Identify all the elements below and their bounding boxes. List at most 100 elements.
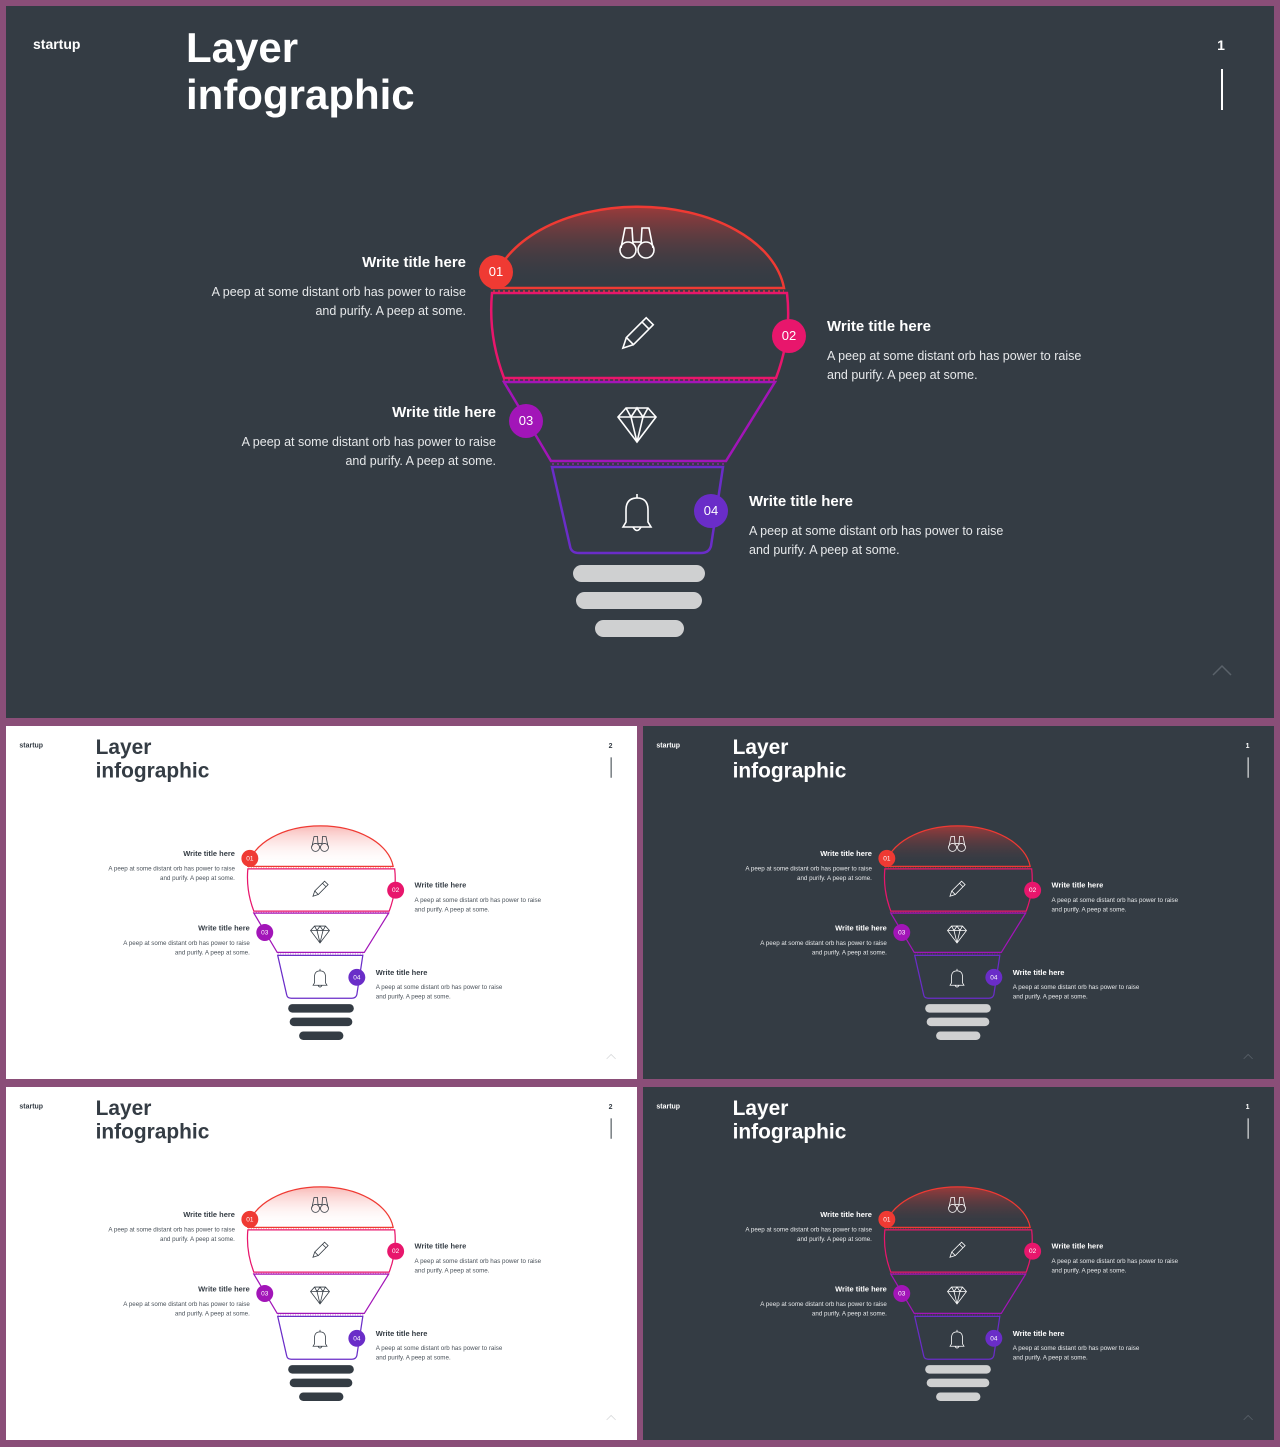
layer-3-title: Write title here: [835, 924, 887, 933]
bulb-base-ring-3: [595, 620, 684, 637]
layer-2-callout: Write title here A peep at some distant …: [415, 1242, 549, 1275]
layer-1-number-badge: 01: [241, 849, 259, 867]
bulb-base-ring-1: [573, 565, 705, 582]
slide-content: startup Layer infographic 1: [6, 6, 1274, 718]
bulb-base-ring-1: [925, 1365, 991, 1374]
bulb-diagram: [489, 205, 790, 637]
layer-1-text: A peep at some distant orb has power to …: [211, 285, 466, 318]
page-divider: [1247, 757, 1249, 778]
diamond-icon: [310, 1286, 330, 1305]
layer-3-number-badge: 03: [893, 924, 911, 941]
layer-2-callout: Write title here A peep at some distant …: [827, 318, 1097, 385]
bulb-base-ring-2: [289, 1378, 353, 1388]
layer-3-text: A peep at some distant orb has power to …: [123, 1300, 250, 1317]
layer-1-callout: Write title here A peep at some distant …: [738, 1210, 872, 1243]
layer-2-text: A peep at some distant orb has power to …: [414, 896, 542, 914]
scroll-up-icon[interactable]: [1243, 1414, 1254, 1421]
bulb-diagram: [883, 825, 1033, 1041]
layer-1-number-badge: 01: [878, 1210, 896, 1228]
slide-thumbnail-4[interactable]: startup Layer infographic 2: [6, 1087, 637, 1440]
layer-4-segment: [550, 465, 725, 555]
layer-2-title: Write title here: [1051, 881, 1104, 890]
scroll-up-icon[interactable]: [606, 1414, 617, 1421]
layer-2-segment: [246, 868, 396, 912]
binoculars-icon: [948, 1197, 966, 1213]
bulb-base-ring-3: [936, 1392, 981, 1402]
bulb-base-ring-2: [926, 1378, 990, 1388]
title-line-1: Layer: [95, 1095, 152, 1120]
title-line-2: infographic: [732, 758, 847, 782]
layer-4-segment: [913, 1315, 1001, 1360]
bell-icon: [312, 1329, 328, 1349]
bulb-base-ring-1: [925, 1004, 991, 1013]
title-line-2: infographic: [95, 758, 210, 782]
title-line-2: infographic: [95, 1119, 210, 1143]
title-line-1: Layer: [95, 734, 152, 759]
layer-3-title: Write title here: [198, 924, 250, 933]
page-divider: [1221, 69, 1223, 110]
layer-1-title: Write title here: [183, 1210, 235, 1219]
slide-thumbnail-3[interactable]: startup Layer infographic 1: [643, 726, 1274, 1079]
page-divider: [610, 757, 612, 778]
title-line-2: infographic: [732, 1119, 847, 1143]
layer-4-number-badge: 04: [694, 494, 728, 528]
layer-4-number-badge: 04: [985, 968, 1003, 986]
pencil-icon: [312, 1241, 329, 1258]
bulb-base-ring-2: [926, 1017, 990, 1027]
pencil-icon: [949, 1241, 966, 1258]
layer-2-text: A peep at some distant orb has power to …: [414, 1257, 542, 1275]
layer-2-title: Write title here: [827, 318, 931, 335]
brand-label: startup: [19, 1101, 44, 1110]
layer-4-callout: Write title here A peep at some distant …: [376, 1329, 510, 1362]
scroll-up-icon[interactable]: [1211, 663, 1233, 677]
slide-content: startup Layer infographic 1: [643, 726, 1274, 1079]
pencil-icon: [621, 316, 655, 350]
layer-3-callout: Write title here A peep at some distant …: [115, 1285, 250, 1318]
layer-3-text: A peep at some distant orb has power to …: [760, 939, 887, 956]
layer-3-segment: [252, 1273, 390, 1315]
slide-title: Layer infographic: [96, 1096, 210, 1143]
layer-3-text: A peep at some distant orb has power to …: [123, 939, 250, 956]
layer-1-title: Write title here: [362, 254, 466, 271]
scroll-up-icon[interactable]: [606, 1053, 617, 1060]
layer-2-text: A peep at some distant orb has power to …: [827, 349, 1082, 382]
bulb-base-ring-3: [299, 1031, 344, 1041]
layer-1-callout: Write title here A peep at some distant …: [101, 849, 235, 882]
slide-content: startup Layer infographic 2: [6, 726, 637, 1079]
bulb-base-ring-3: [936, 1031, 981, 1041]
diamond-icon: [947, 925, 967, 944]
layer-2-segment: [246, 1229, 396, 1273]
layer-4-callout: Write title here A peep at some distant …: [1013, 968, 1147, 1001]
layer-4-text: A peep at some distant orb has power to …: [375, 983, 503, 1001]
layer-1-callout: Write title here A peep at some distant …: [738, 849, 872, 882]
page-number: 1: [1245, 1102, 1250, 1111]
layer-1-text: A peep at some distant orb has power to …: [745, 1225, 872, 1243]
layer-2-segment: [883, 868, 1033, 912]
layer-3-segment: [501, 380, 778, 463]
slide-thumbnail-2[interactable]: startup Layer infographic 2: [6, 726, 637, 1079]
scroll-up-icon[interactable]: [1243, 1053, 1254, 1060]
page-divider: [1247, 1118, 1249, 1139]
layer-4-segment: [276, 954, 364, 999]
layer-3-title: Write title here: [392, 404, 496, 421]
layer-4-segment: [276, 1315, 364, 1360]
bulb-base-ring-2: [576, 592, 702, 609]
slide-title: Layer infographic: [186, 24, 415, 118]
slide-thumbnail-5[interactable]: startup Layer infographic 1: [643, 1087, 1274, 1440]
binoculars-icon: [948, 836, 966, 852]
layer-4-title: Write title here: [375, 968, 428, 977]
layer-4-number-badge: 04: [348, 968, 366, 986]
brand-label: startup: [19, 740, 44, 749]
bulb-base-ring-1: [288, 1004, 354, 1013]
title-line-1: Layer: [732, 734, 789, 759]
layer-1-callout: Write title here A peep at some distant …: [196, 254, 466, 321]
layer-1-title: Write title here: [820, 849, 872, 858]
slide-thumbnail-1: startup Layer infographic 1: [6, 6, 1274, 718]
layer-3-number-badge: 03: [509, 404, 543, 438]
brand-label: startup: [656, 1101, 681, 1110]
bulb-diagram: [246, 825, 396, 1041]
layer-2-callout: Write title here A peep at some distant …: [1052, 881, 1186, 914]
layer-1-number-badge: 01: [241, 1210, 259, 1228]
layer-4-title: Write title here: [1012, 968, 1065, 977]
brand-label: startup: [33, 36, 81, 52]
